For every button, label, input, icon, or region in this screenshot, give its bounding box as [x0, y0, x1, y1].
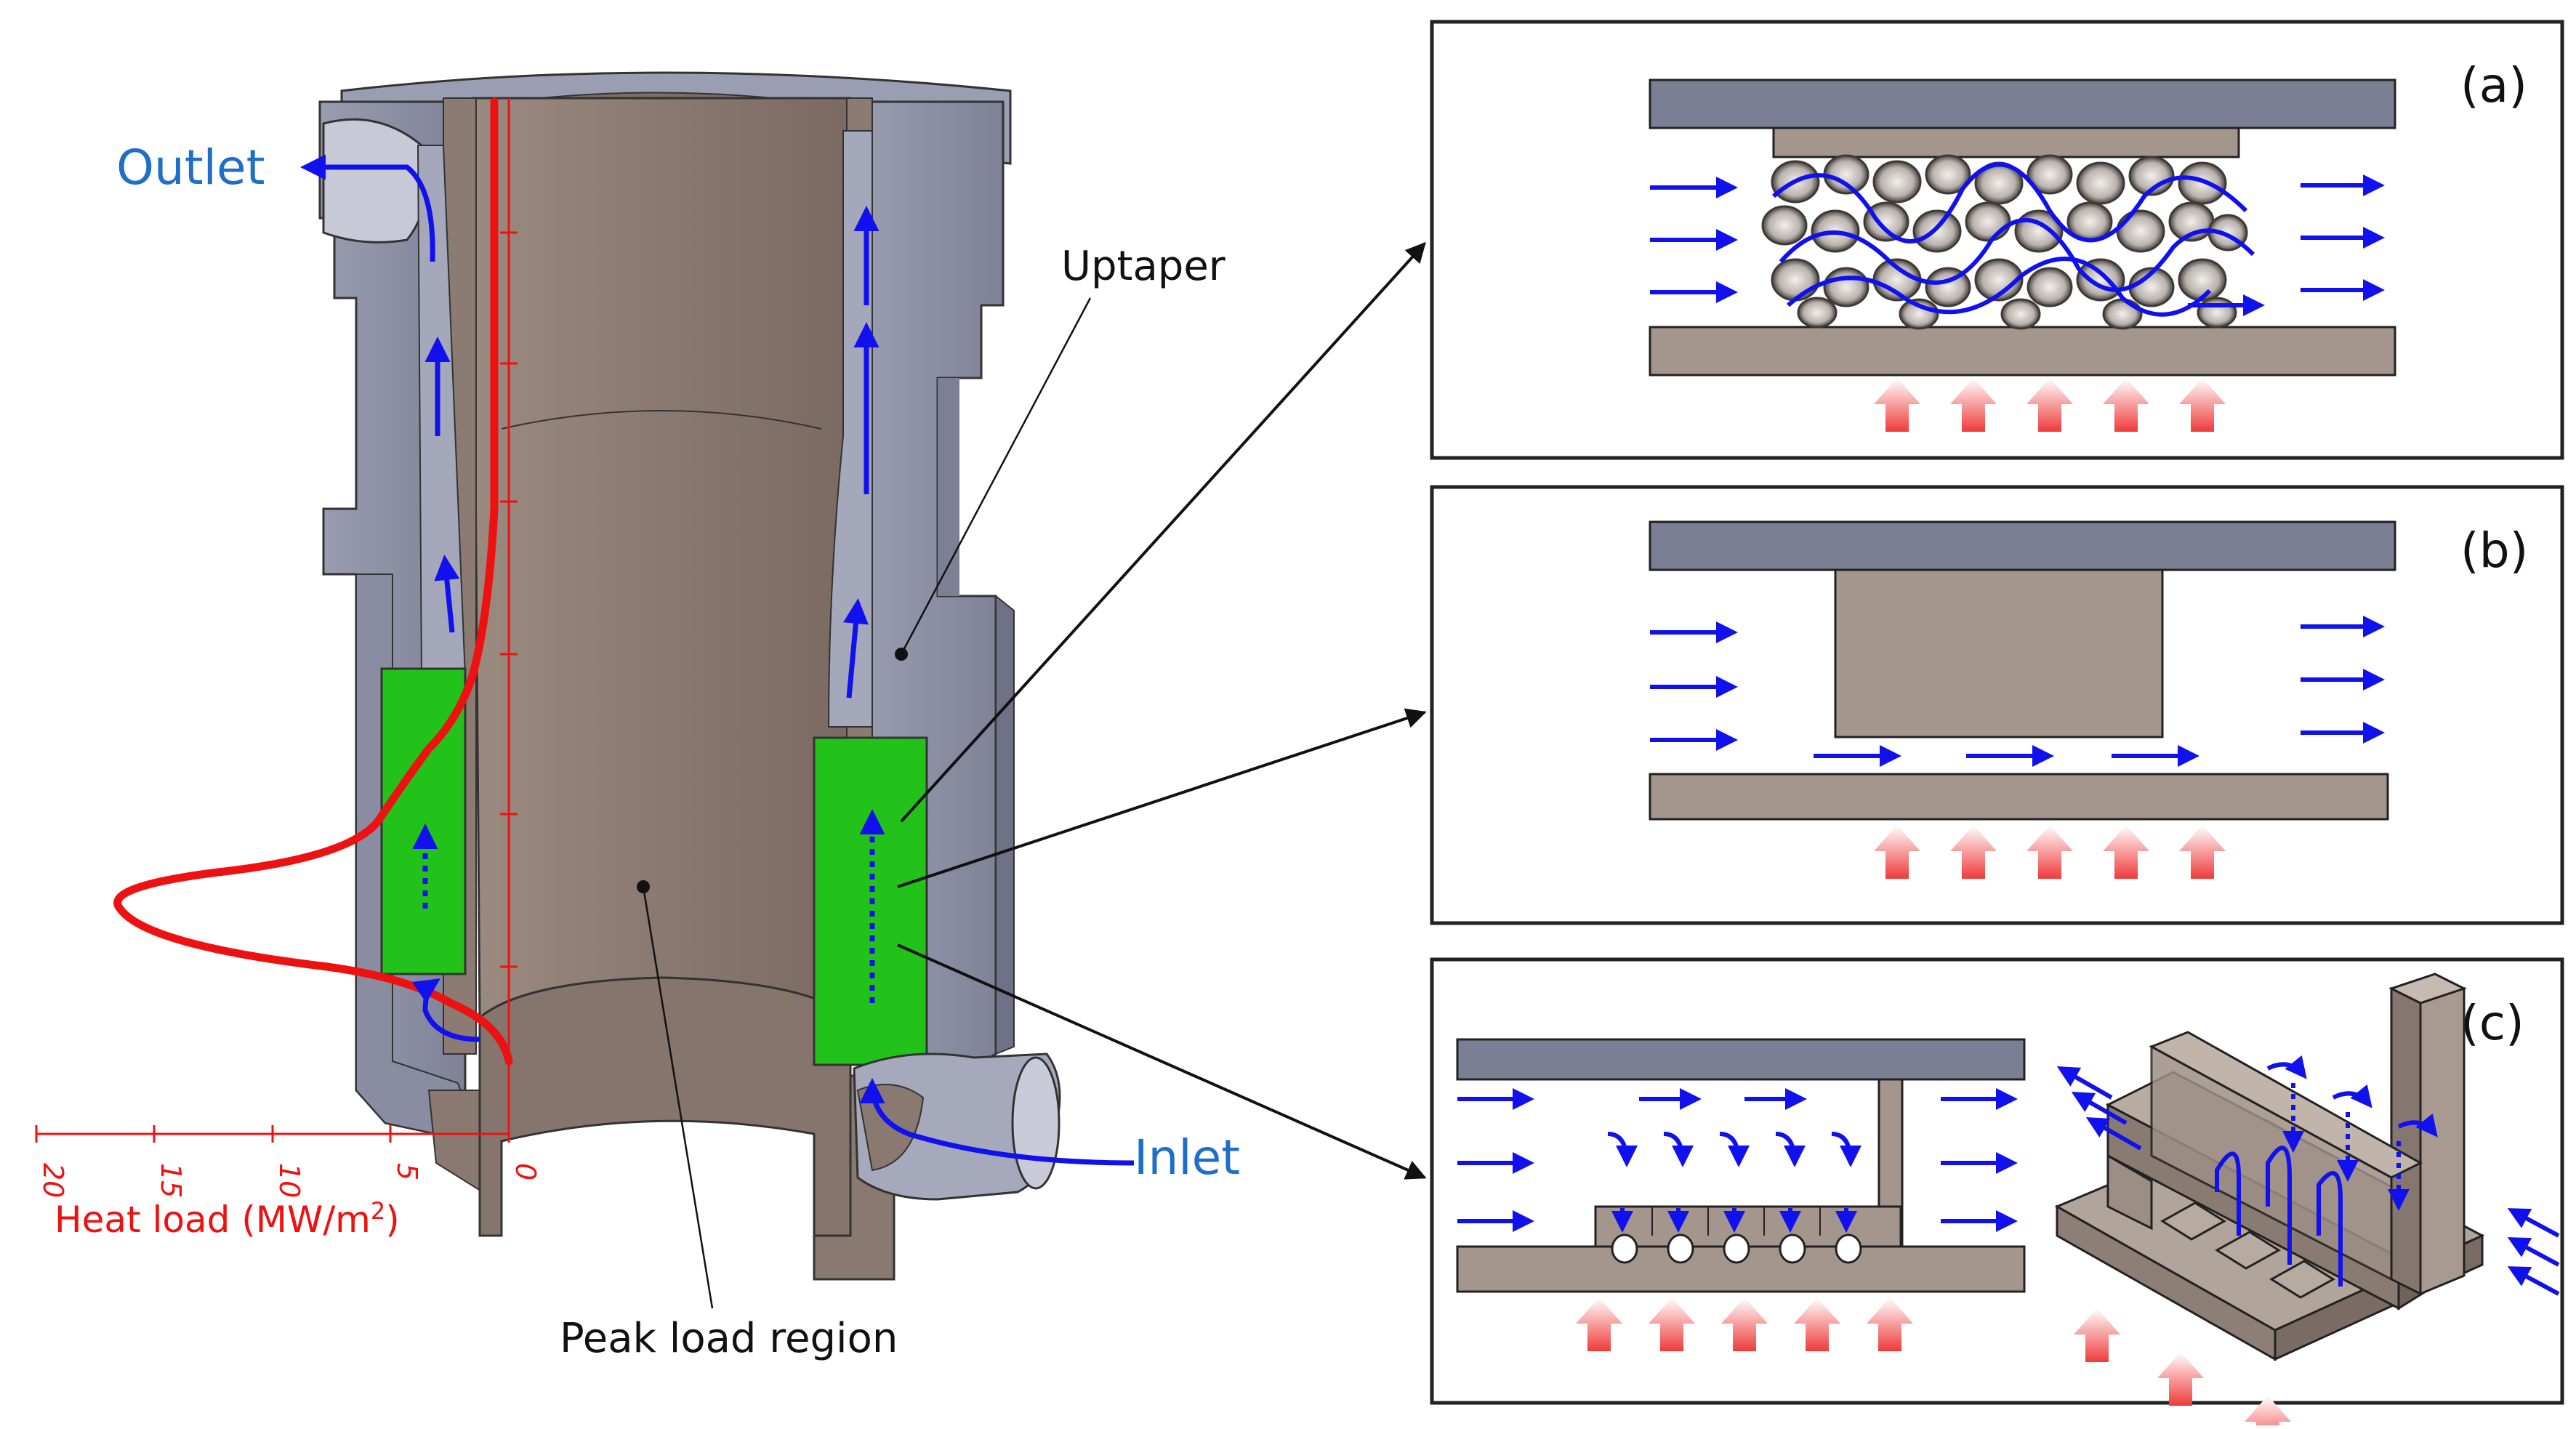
inlet-label: Inlet [1134, 1130, 1240, 1186]
panel-c-isometric [2054, 973, 2485, 1361]
heat-load-axis-title: Heat load (MW/m2) [55, 1197, 400, 1241]
tick-label-15: 15 [155, 1163, 187, 1198]
panel-c-iso-flow [2056, 1055, 2560, 1296]
tick-label-20: 20 [37, 1163, 69, 1198]
green-insert-left [380, 667, 467, 975]
panel-a: (a) [1430, 20, 2564, 460]
panel-b-flow-arrows [1650, 616, 2385, 767]
panel-b-tag: (b) [2460, 523, 2528, 579]
peak-load-region-label: Peak load region [560, 1315, 898, 1362]
panel-a-inlet-arrows [1650, 174, 2385, 316]
panel-c-tag: (c) [2460, 995, 2524, 1051]
panel-b: (b) [1430, 485, 2564, 925]
panel-a-tag: (a) [2460, 57, 2527, 113]
outlet-label: Outlet [116, 140, 265, 196]
uptaper-label: Uptaper [1061, 243, 1226, 290]
pointer-arrows [897, 241, 1427, 1180]
heat-load-axis: 20 15 10 5 0 Heat load (MW/m2) [35, 98, 542, 1241]
heat-load-profile [113, 97, 513, 1066]
panel-c-section [1456, 1038, 2026, 1351]
tick-label-5: 5 [391, 1163, 423, 1180]
tick-label-10: 10 [273, 1163, 305, 1198]
leader-lines [642, 297, 1092, 1309]
monoblock-cutaway: 20 15 10 5 0 Heat load (MW/m2) [35, 71, 1135, 1281]
panel-a-flow [1772, 162, 2255, 317]
panel-c: (c) [1430, 957, 2564, 1429]
flow-arrows-monoblock [300, 154, 1135, 1166]
tick-label-0: 0 [510, 1163, 542, 1180]
